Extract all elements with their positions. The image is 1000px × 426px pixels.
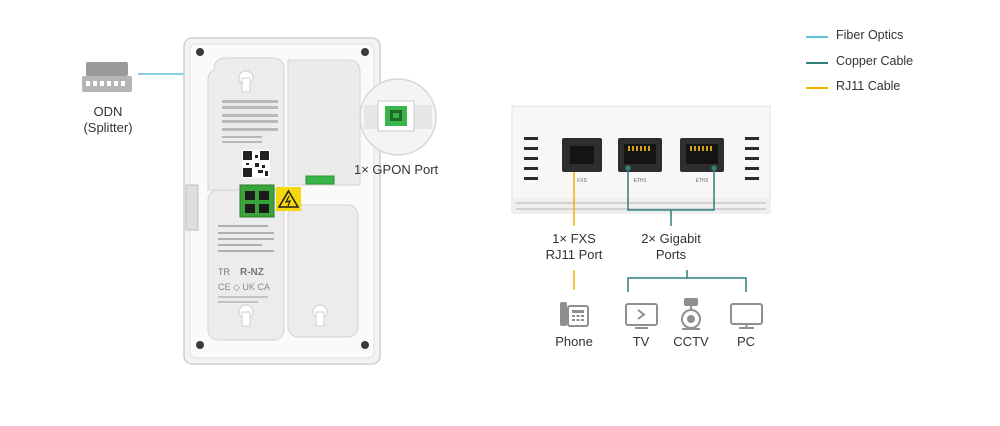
monitor-icon bbox=[730, 303, 763, 329]
odn-label: ODN (Splitter) bbox=[74, 104, 142, 136]
gigabit-ports-label: 2× Gigabit Ports bbox=[631, 231, 711, 263]
power-terminal bbox=[239, 184, 275, 218]
ont-ports-view: FXS ETH1 ETH2 bbox=[511, 105, 771, 214]
gigabit-label-line2: Ports bbox=[655, 247, 687, 262]
legend-swatch-copper bbox=[806, 62, 828, 64]
odn-label-subtitle: (Splitter) bbox=[83, 120, 133, 135]
eth2-port-label: ETH2 bbox=[696, 178, 709, 184]
gpon-port-zoom bbox=[359, 78, 437, 156]
legend-label-copper: Copper Cable bbox=[836, 54, 914, 68]
copper-cable-lines bbox=[625, 165, 747, 292]
region-mark: TR bbox=[218, 267, 230, 277]
splitter-icon bbox=[82, 62, 132, 92]
eth1-port bbox=[618, 138, 662, 172]
qr-code bbox=[242, 150, 270, 178]
legend-swatch-fiber bbox=[806, 36, 828, 38]
gpon-port bbox=[305, 175, 335, 185]
legend-swatch-rj11 bbox=[806, 87, 828, 89]
fxs-port-label: FXS bbox=[577, 178, 587, 184]
cctv-icon bbox=[681, 298, 701, 330]
phone-icon bbox=[560, 302, 589, 327]
ce-mark: CE ◇ UK CA bbox=[218, 282, 270, 292]
fxs-port-label-text: 1× FXS RJ11 Port bbox=[534, 231, 614, 263]
legend-label-fiber: Fiber Optics bbox=[836, 28, 904, 42]
legend-label-rj11: RJ11 Cable bbox=[836, 79, 901, 93]
gpon-port-label: 1× GPON Port bbox=[354, 162, 439, 177]
device-label-cctv: CCTV bbox=[673, 334, 709, 349]
eth2-port bbox=[680, 138, 724, 172]
device-label-phone: Phone bbox=[555, 334, 593, 349]
fxs-label-line1: 1× FXS bbox=[552, 231, 596, 246]
warning-icon bbox=[276, 187, 301, 211]
device-label-tv: TV bbox=[632, 334, 650, 349]
device-label-pc: PC bbox=[736, 334, 756, 349]
gigabit-label-line1: 2× Gigabit bbox=[641, 231, 701, 246]
fxs-port bbox=[562, 138, 602, 172]
eth1-port-label: ETH1 bbox=[634, 178, 647, 184]
odn-label-title: ODN bbox=[93, 104, 123, 119]
tv-icon bbox=[625, 303, 658, 329]
ont-back-view: TR R-NZ CE ◇ UK CA bbox=[183, 37, 381, 365]
region-code: R-NZ bbox=[240, 267, 264, 278]
fxs-label-line2: RJ11 Port bbox=[545, 247, 603, 262]
